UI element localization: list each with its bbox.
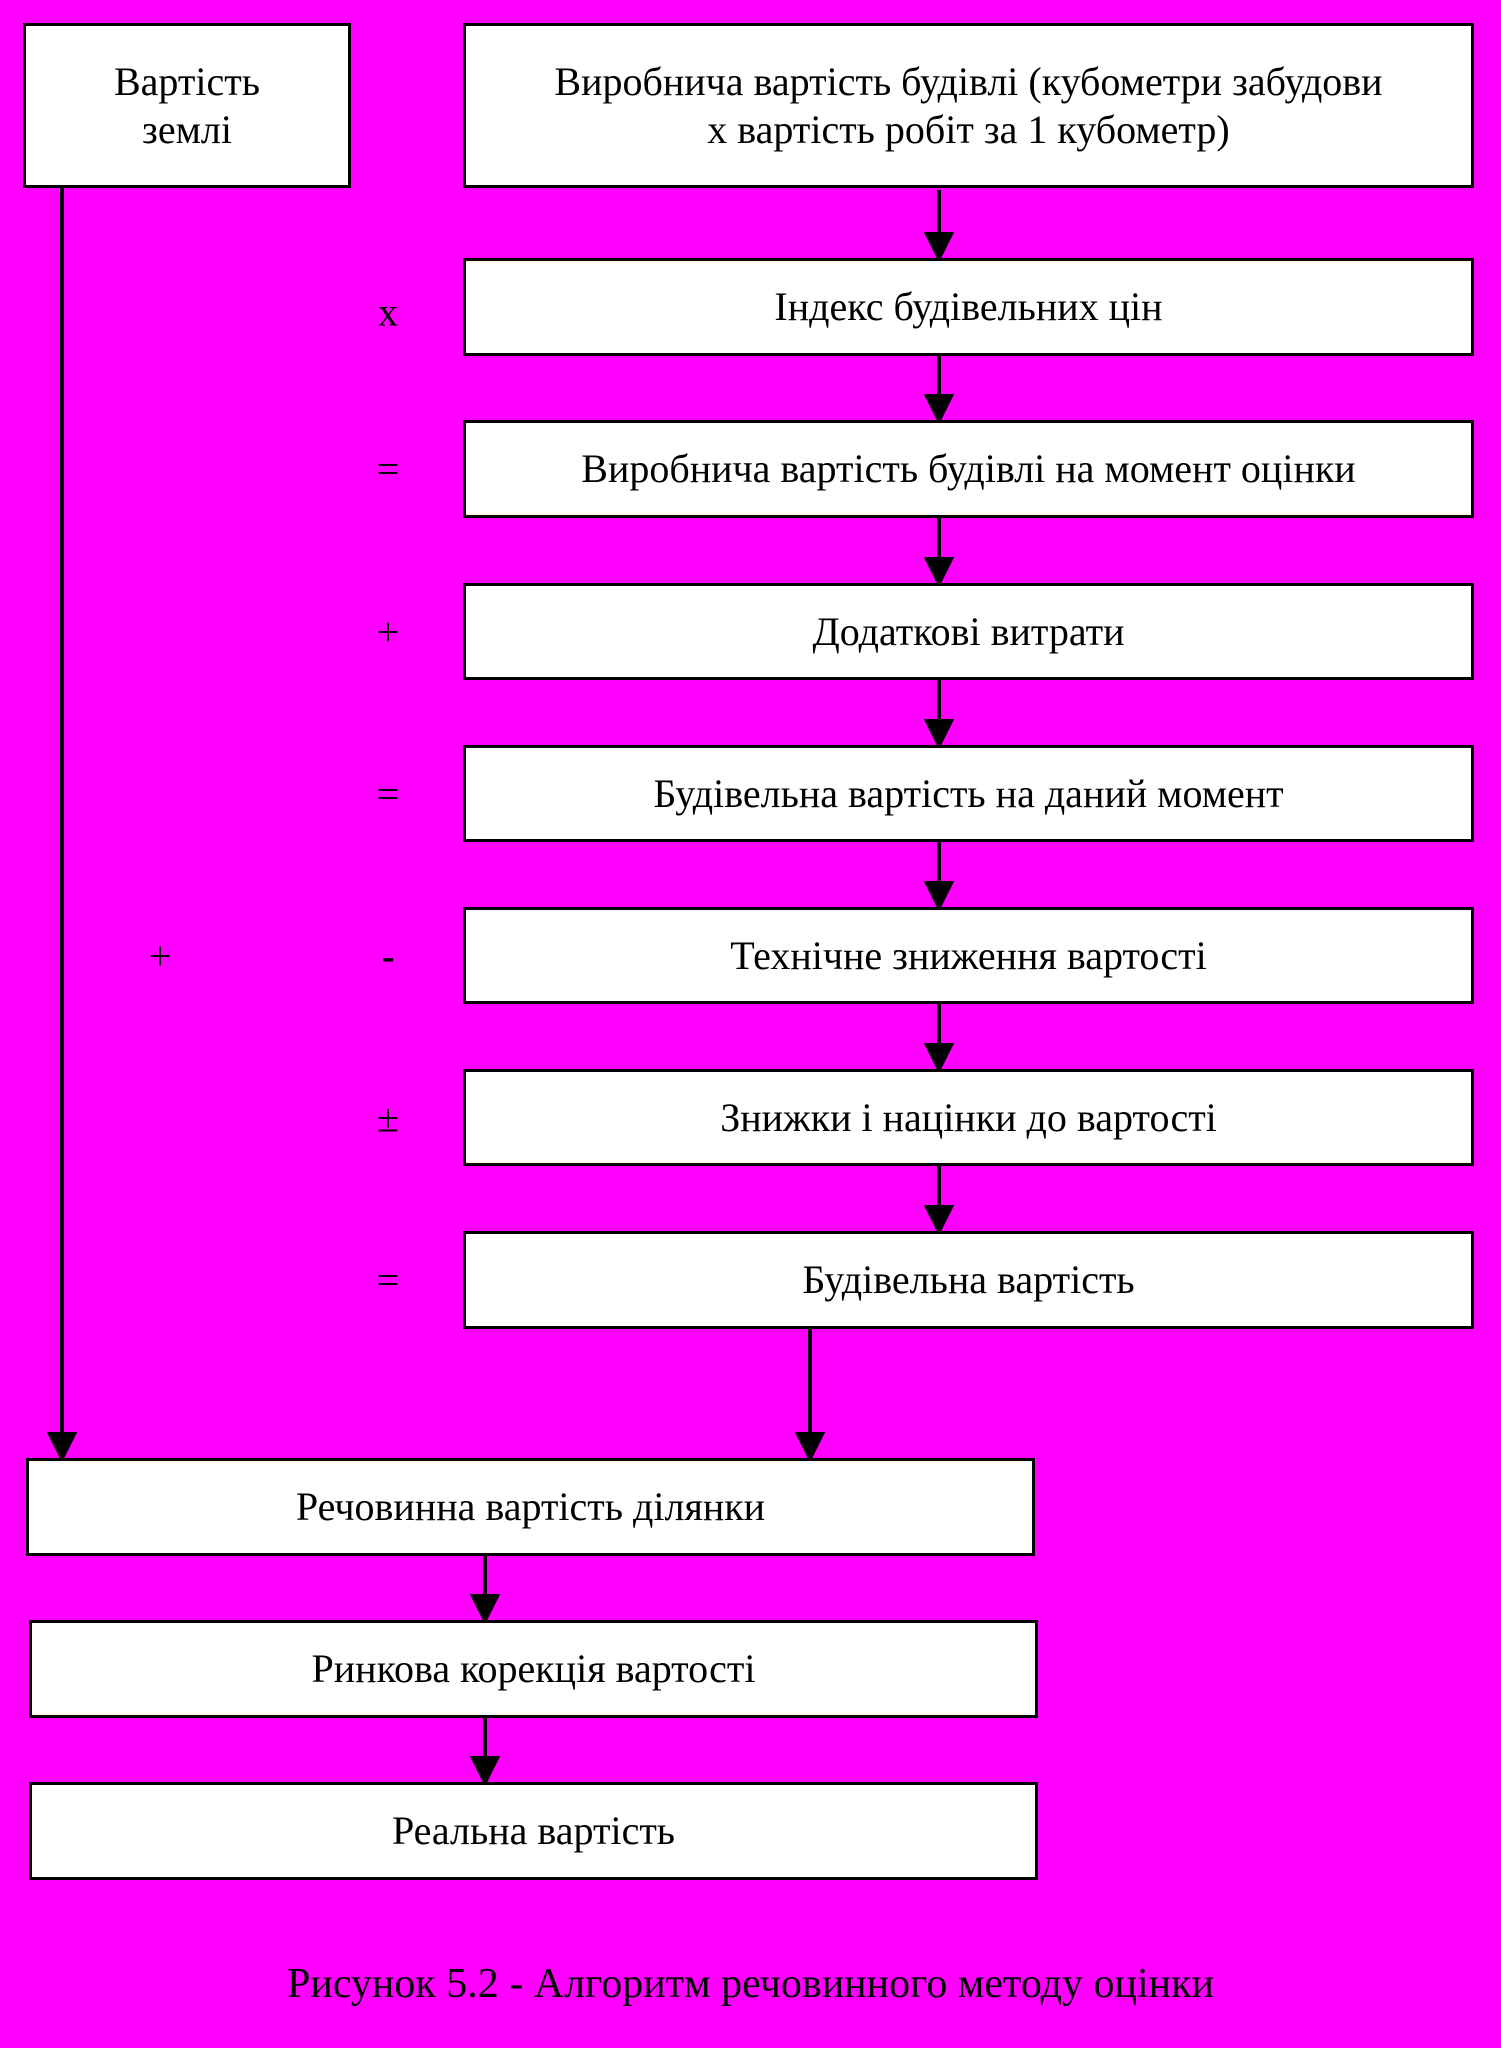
operator-equals-2: = [376, 771, 400, 817]
step-box-discounts-markups: Знижки і націнки до вартості [463, 1069, 1474, 1166]
step-box-technical-depreciation: Технічне зниження вартості [463, 907, 1474, 1004]
step-label: Будівельна вартість [802, 1257, 1135, 1302]
step-label: Знижки і націнки до вартості [720, 1094, 1217, 1140]
step-label: Індекс будівельних цін [774, 284, 1163, 329]
land-value-box: Вартість землі [23, 23, 351, 188]
operator-equals-1: = [376, 446, 400, 492]
operator-minus: - [381, 933, 395, 979]
step-label: Технічне зниження вартості [730, 932, 1207, 978]
operator-multiply: х [378, 289, 398, 335]
land-value-label: Вартість землі [114, 58, 260, 152]
step-label: Додаткові витрати [812, 608, 1125, 654]
result-box-real-value: Реальна вартість [29, 1782, 1038, 1880]
step-label: Виробнича вартість будівлі на момент оці… [581, 446, 1356, 491]
step-box-production-value: Виробнича вартість будівлі (кубометри за… [463, 23, 1474, 188]
result-label: Речовинна вартість ділянки [295, 1484, 766, 1529]
step-box-construction-value-current: Будівельна вартість на даний момент [463, 745, 1474, 842]
step-label: Будівельна вартість на даний момент [653, 770, 1284, 816]
step-box-additional-costs: Додаткові витрати [463, 583, 1474, 680]
step-box-construction-value: Будівельна вартість [463, 1231, 1474, 1329]
figure-caption: Рисунок 5.2 - Алгоритм речовинного метод… [286, 1961, 1214, 2007]
step-box-price-index: Індекс будівельних цін [463, 258, 1474, 356]
operator-plus: + [376, 609, 400, 655]
result-box-material-value: Речовинна вартість ділянки [26, 1458, 1035, 1556]
result-label: Ринкова корекція вартості [311, 1646, 756, 1691]
result-label: Реальна вартість [391, 1808, 676, 1853]
result-box-market-correction: Ринкова корекція вартості [29, 1620, 1038, 1718]
operator-equals-3: = [376, 1257, 400, 1303]
step-box-production-value-current: Виробнича вартість будівлі на момент оці… [463, 420, 1474, 518]
step-label: Виробнича вартість будівлі (кубометри за… [554, 58, 1383, 152]
operator-left-plus: + [148, 933, 172, 979]
operator-plus-minus: ± [377, 1095, 399, 1141]
